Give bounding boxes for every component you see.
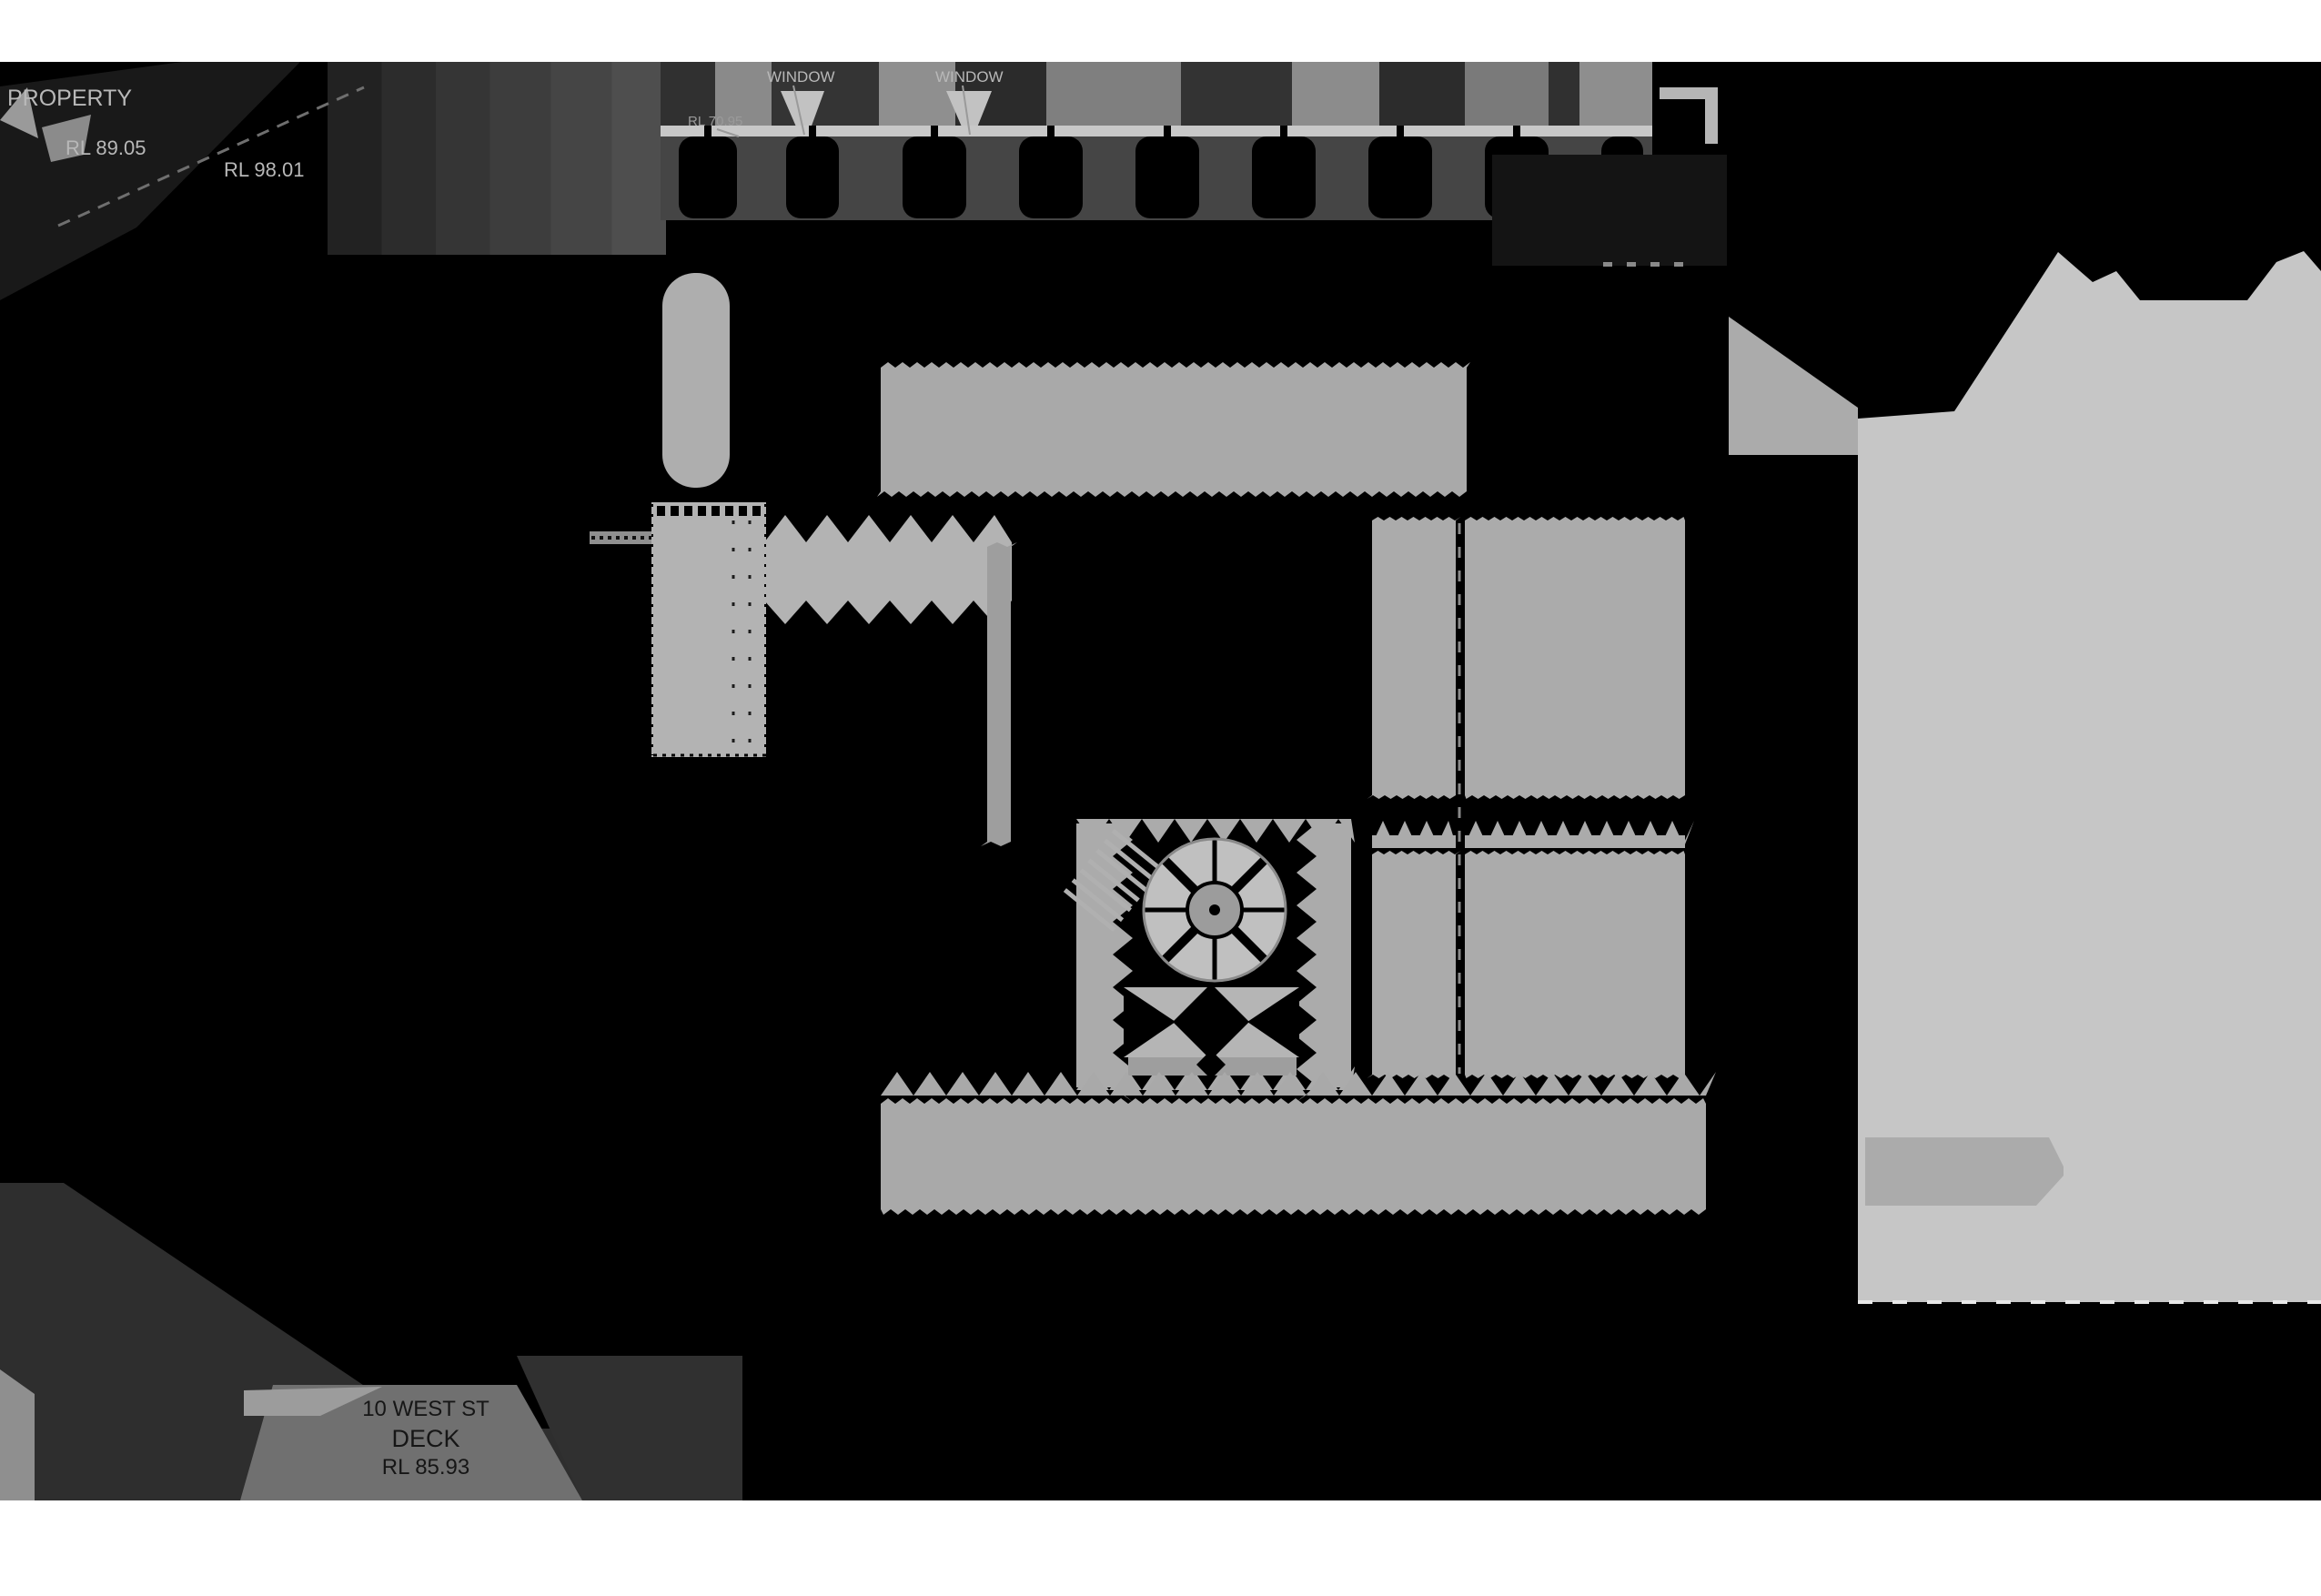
neighbor-deck-level: RL 85.93	[382, 1455, 470, 1480]
facade-slab	[1379, 62, 1465, 129]
terrain-wedge-right	[517, 1356, 742, 1500]
terrain-bottom-left	[0, 1183, 737, 1500]
pavement-hatch-row	[657, 506, 761, 516]
lawn-panel-4	[1465, 851, 1685, 1078]
terrain-band-gradient	[328, 62, 666, 255]
facade-slab	[879, 62, 955, 129]
pool-diamond	[1173, 984, 1249, 1060]
planting-band-saw	[881, 1072, 1716, 1096]
boundary-wedge-1	[0, 87, 38, 138]
window-label-2: WINDOW	[935, 68, 1004, 86]
pavement-band-bottom-saw	[764, 601, 1012, 624]
pool-feature	[1124, 984, 1299, 1079]
lawn-panel-2	[1465, 517, 1685, 799]
roof-wedge-upper	[1729, 317, 1858, 455]
window-funnel-2	[946, 91, 992, 146]
planting-bed-upper	[877, 362, 1470, 497]
spot-level-rl-98-01: RL 98.01	[224, 158, 304, 181]
lawn-panel-3	[1367, 851, 1461, 1078]
neighbor-roof-panel	[1492, 155, 1727, 266]
courtyard-border-top	[1076, 819, 1355, 843]
pavement-arm	[590, 531, 651, 544]
lawn-midstrip-bar-2	[1465, 835, 1685, 848]
window-leader-1	[792, 85, 805, 136]
facade-slab	[1465, 62, 1549, 129]
property-boundary-label: PROPERTY	[7, 86, 132, 111]
pool-diamond-small	[1196, 1050, 1226, 1079]
window-funnel-1	[781, 91, 824, 146]
pavement-band-top-saw	[764, 515, 1012, 542]
planting-bed-lower	[881, 1098, 1706, 1215]
roof-wedge-notch	[2049, 1137, 2093, 1181]
lawn-midstrip-bar-1	[1372, 835, 1456, 848]
pavement-path-vertical	[590, 502, 766, 757]
neighbor-deck-label: DECK	[391, 1425, 459, 1452]
facade-end-bar-h	[1660, 87, 1718, 99]
neighbor-address-label: 10 WEST ST	[362, 1397, 489, 1421]
fountain-circle	[1142, 837, 1287, 983]
courtyard-strip-right-saw	[1297, 823, 1317, 1102]
facade-slab	[1181, 62, 1292, 129]
spot-level-wall: RL 70.95	[688, 114, 742, 129]
pavement-band	[764, 542, 1012, 601]
roof-panel-ticks	[1603, 262, 1683, 267]
pavement-connector-strip	[981, 542, 1017, 846]
sill-gaps	[704, 126, 1520, 136]
roof-wedge-lower	[1865, 1137, 2064, 1206]
courtyard	[1063, 819, 1355, 1102]
property-boundary-line	[57, 86, 365, 227]
deck-streak	[244, 1387, 382, 1416]
window-leader-2	[962, 85, 971, 136]
building-facade	[661, 62, 1718, 220]
facade-slab	[1046, 62, 1181, 129]
boundary-wedge-2	[42, 115, 91, 162]
hedge-capsule	[662, 273, 730, 488]
facade-slab	[715, 62, 772, 129]
terrain-wedge-left	[0, 1369, 35, 1500]
lawn-panel-1	[1367, 517, 1461, 799]
spot-level-wall-leader	[716, 128, 740, 137]
facade-slab	[1292, 62, 1379, 129]
facade-sill	[661, 126, 1652, 136]
pavement-path-slab	[651, 502, 766, 757]
large-roof-region	[1858, 251, 2321, 1302]
facade-slab	[1579, 62, 1652, 129]
spot-level-rl-89-05: RL 89.05	[66, 136, 146, 159]
deck-patch	[240, 1385, 582, 1500]
stair-run	[1063, 823, 1168, 933]
facade-end-bar-v	[1705, 87, 1718, 144]
window-label-1: WINDOW	[767, 68, 835, 86]
courtyard-strip-right	[1317, 823, 1351, 1087]
